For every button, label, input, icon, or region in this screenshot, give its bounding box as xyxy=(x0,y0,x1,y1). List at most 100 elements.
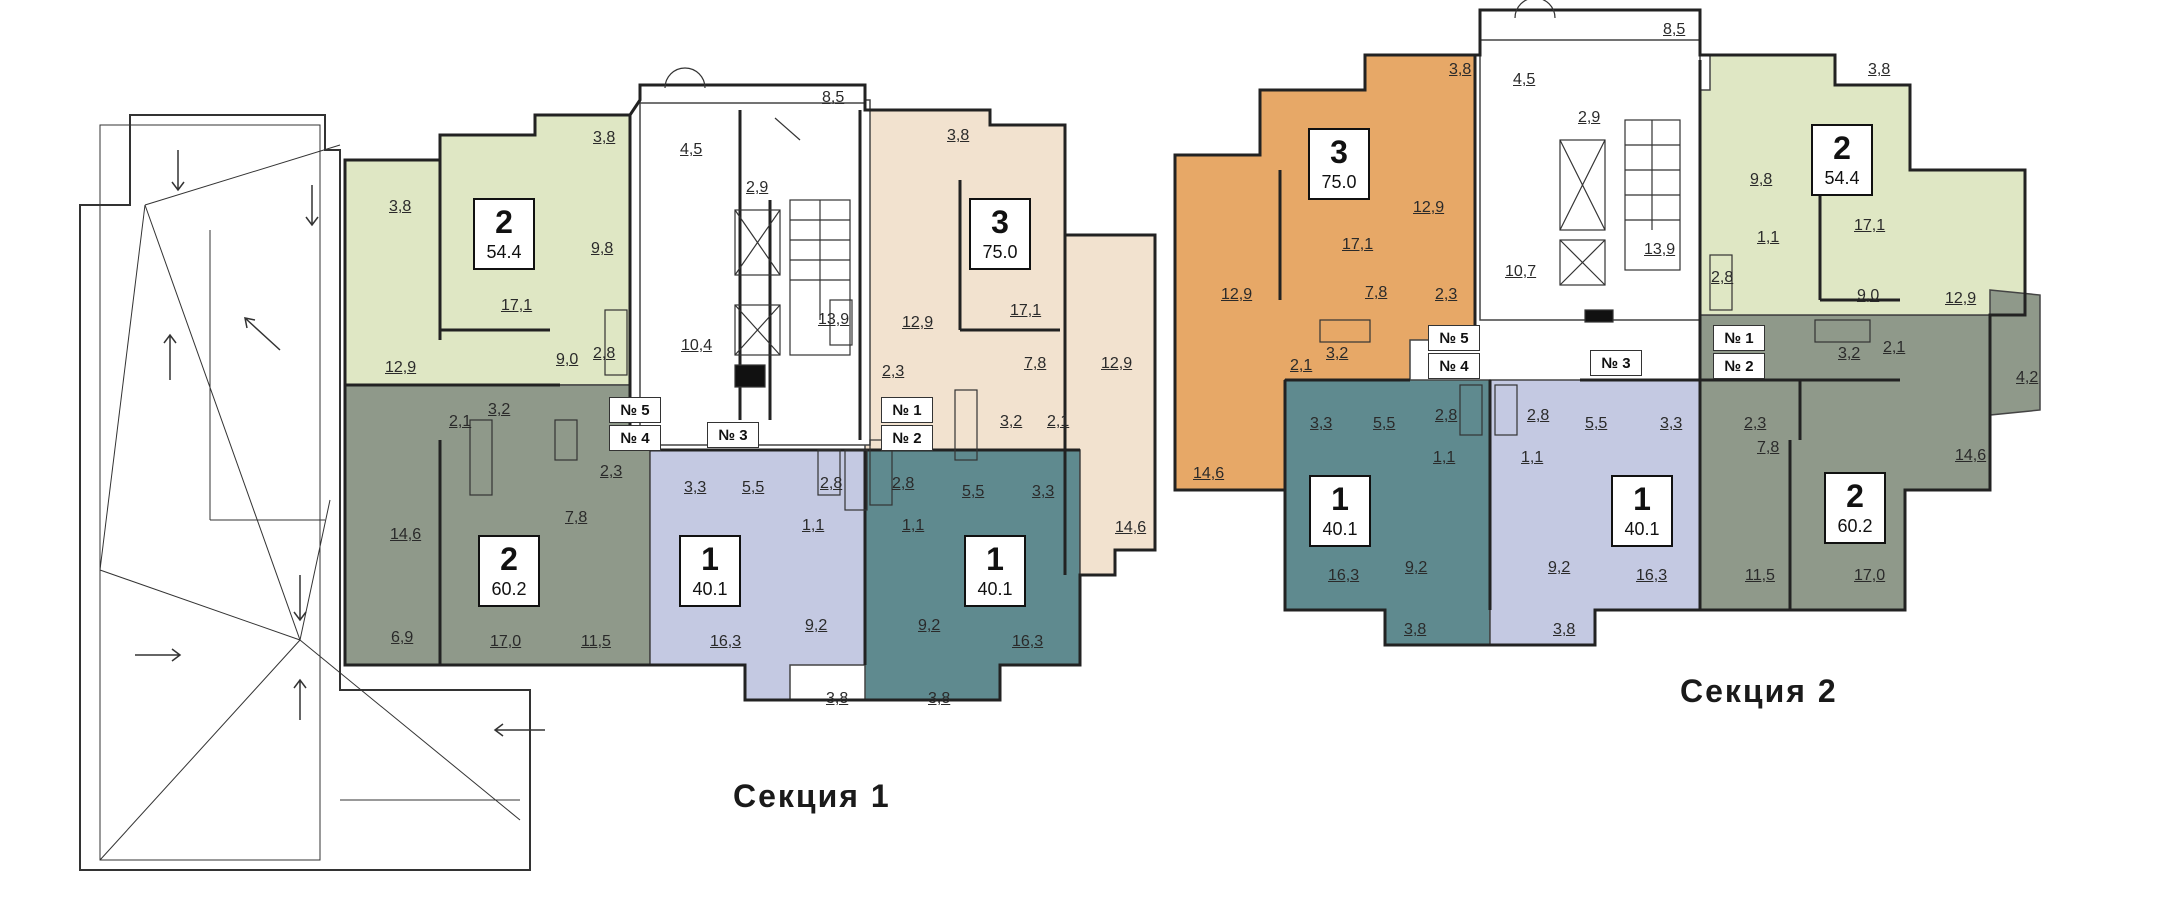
section-2-details xyxy=(1319,0,1871,436)
apt-number: № 5 xyxy=(1428,325,1480,351)
room-area-label: 9,2 xyxy=(918,617,941,634)
room-area-label: 4,5 xyxy=(1513,71,1536,88)
room-area-label: 13,9 xyxy=(818,311,850,328)
room-area-label: 3,8 xyxy=(947,127,970,144)
section-1-details xyxy=(469,67,978,511)
room-area-label: 13,9 xyxy=(1644,241,1676,258)
room-area-label: 7,8 xyxy=(565,509,588,526)
apt-s1-2room-60[interactable] xyxy=(344,384,651,666)
apt-number: № 2 xyxy=(881,425,933,451)
room-area-label: 16,3 xyxy=(1636,567,1668,584)
room-area-label: 3,8 xyxy=(389,198,412,215)
section-1-plan xyxy=(344,84,1156,701)
room-area-label: 2,3 xyxy=(882,363,905,380)
rooms-count: 1 xyxy=(1331,480,1349,517)
section-2-title: Секция 2 xyxy=(1680,673,1838,709)
room-area-label: 2,1 xyxy=(449,413,472,430)
room-area-label: 17,1 xyxy=(1854,217,1886,234)
room-area-label: 12,9 xyxy=(1945,290,1977,307)
roof-arrows xyxy=(135,150,545,737)
room-area-label: 4,5 xyxy=(680,141,703,158)
room-area-label: 2,1 xyxy=(1290,357,1313,374)
room-area-label: 1,1 xyxy=(802,517,825,534)
room-area-label: 16,3 xyxy=(710,633,742,650)
room-area-label: 8,5 xyxy=(822,89,845,106)
room-area-label: 12,9 xyxy=(1413,199,1445,216)
room-area-label: 17,1 xyxy=(1010,302,1042,319)
apt-area: 40.1 xyxy=(1624,518,1660,539)
section-2-walls xyxy=(1173,8,2027,647)
room-area-label: 3,2 xyxy=(1000,413,1023,430)
room-area-label: 17,0 xyxy=(1854,567,1886,584)
room-area-label: 12,9 xyxy=(1221,286,1253,303)
apt-number: № 1 xyxy=(1713,325,1765,351)
room-area-label: 3,2 xyxy=(488,401,511,418)
room-area-label: 10,4 xyxy=(681,337,713,354)
room-area-label: 5,5 xyxy=(1585,415,1608,432)
room-area-label: 1,1 xyxy=(1757,229,1780,246)
room-area-label: 1,1 xyxy=(1521,449,1544,466)
room-area-label: 16,3 xyxy=(1012,633,1044,650)
roof-outline xyxy=(79,114,531,871)
room-area-label: 12,9 xyxy=(902,314,934,331)
room-area-label: 7,8 xyxy=(1024,355,1047,372)
apt-number: № 2 xyxy=(1713,353,1765,379)
apt-number: № 3 xyxy=(1590,350,1642,376)
room-area-label: 2,8 xyxy=(593,345,616,362)
room-area-label: 3,3 xyxy=(684,479,707,496)
apt-area: 40.1 xyxy=(692,578,728,599)
core-s1 xyxy=(639,99,871,446)
apt-number: № 4 xyxy=(1428,353,1480,379)
room-area-label: 6,9 xyxy=(391,629,414,646)
room-area-label: 1,1 xyxy=(902,517,925,534)
room-area-label: 16,3 xyxy=(1328,567,1360,584)
room-area-label: 8,5 xyxy=(1663,21,1686,38)
room-area-label: 2,3 xyxy=(1435,286,1458,303)
room-area-label: 17,1 xyxy=(1342,236,1374,253)
room-area-label: 9,2 xyxy=(1548,559,1571,576)
apt-area: 60.2 xyxy=(491,578,527,599)
room-area-label: 12,9 xyxy=(1101,355,1133,372)
apt-number: № 3 xyxy=(707,422,759,448)
rooms-count: 1 xyxy=(701,540,719,577)
room-area-label: 3,3 xyxy=(1310,415,1333,432)
room-area-label: 2,9 xyxy=(746,179,769,196)
room-area-label: 10,7 xyxy=(1505,263,1537,280)
room-area-label: 3,8 xyxy=(826,690,849,707)
apt-area: 60.2 xyxy=(1837,515,1873,536)
section-1-title: Секция 1 xyxy=(733,778,891,814)
room-area-label: 3,3 xyxy=(1660,415,1683,432)
room-area-label: 4,2 xyxy=(2016,369,2039,386)
room-area-label: 2,9 xyxy=(1578,109,1601,126)
room-area-label: 5,5 xyxy=(742,479,765,496)
apt-number: № 1 xyxy=(881,397,933,423)
room-area-label: 2,3 xyxy=(1744,415,1767,432)
apt-area: 75.0 xyxy=(1321,171,1357,192)
room-area-label: 9,2 xyxy=(1405,559,1428,576)
room-area-label: 11,5 xyxy=(1745,567,1775,584)
balcony-s2-right xyxy=(1989,289,2041,416)
room-area-label: 2,8 xyxy=(1527,407,1550,424)
rooms-count: 2 xyxy=(500,540,518,577)
room-area-label: 2,3 xyxy=(600,463,623,480)
apt-area: 75.0 xyxy=(982,241,1018,262)
apt-area: 54.4 xyxy=(1824,167,1860,188)
apt-area: 40.1 xyxy=(977,578,1013,599)
room-area-label: 14,6 xyxy=(1115,519,1147,536)
apt-area: 54.4 xyxy=(486,241,522,262)
room-area-label: 9,8 xyxy=(591,240,614,257)
room-area-label: 7,8 xyxy=(1757,439,1780,456)
rooms-count: 1 xyxy=(1633,480,1651,517)
room-area-label: 17,0 xyxy=(490,633,522,650)
room-area-label: 5,5 xyxy=(962,483,985,500)
room-area-label: 3,8 xyxy=(928,690,951,707)
